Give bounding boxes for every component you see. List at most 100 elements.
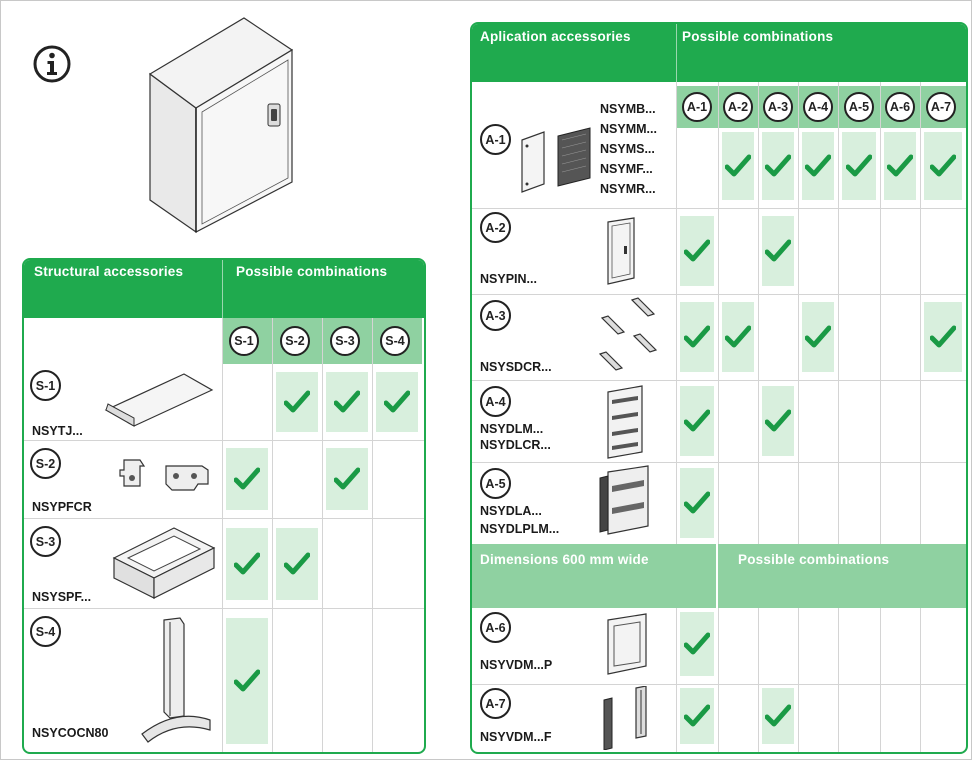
product-code: NSYMR...: [600, 182, 656, 196]
product-code: NSYMF...: [600, 162, 653, 176]
check-icon: [334, 467, 360, 490]
combination-check-cell: [924, 132, 962, 200]
combination-check-cell: [680, 216, 714, 286]
structural-table-header: Structural accessories Possible combinat…: [24, 260, 424, 318]
combination-check-cell: [842, 132, 876, 200]
row-badge-s-1: S-1: [30, 370, 61, 401]
row-badge-a-6: A-6: [480, 612, 511, 643]
combination-check-cell: [762, 216, 794, 286]
check-icon: [684, 325, 710, 348]
column-badge-a-6: A-6: [885, 92, 915, 122]
combination-check-cell: [226, 528, 268, 600]
check-icon: [725, 154, 751, 177]
application-600mm-header: Dimensions 600 mm wide Possible combinat…: [472, 544, 966, 608]
check-icon: [930, 325, 956, 348]
plinth-frame-illustration: [112, 527, 216, 599]
row-badge-a-5: A-5: [480, 468, 511, 499]
column-badge-a-1: A-1: [682, 92, 712, 122]
product-code: NSYTJ...: [32, 424, 83, 438]
product-code: NSYPFCR: [32, 500, 92, 514]
inner-door-illustration: [607, 217, 635, 285]
application-header-combinations: Possible combinations: [682, 29, 834, 44]
combination-check-cell: [722, 302, 754, 372]
combination-check-cell: [802, 302, 834, 372]
fixing-brackets-illustration: [119, 459, 209, 491]
check-icon: [765, 704, 791, 727]
check-icon: [234, 467, 260, 490]
combination-check-cell: [762, 132, 794, 200]
info-icon: [33, 45, 71, 83]
check-icon: [765, 239, 791, 262]
check-icon: [725, 325, 751, 348]
column-badge-a-2: A-2: [723, 92, 753, 122]
modular-plate-frame-illustration: [599, 465, 649, 535]
column-badge-a-7: A-7: [926, 92, 956, 122]
partition-plate-illustration: [607, 613, 647, 675]
check-icon: [284, 552, 310, 575]
check-icon: [284, 390, 310, 413]
product-code: NSYMS...: [600, 142, 655, 156]
product-code: NSYMM...: [600, 122, 657, 136]
column-badge-s-3: S-3: [330, 326, 360, 356]
combination-check-cell: [680, 386, 714, 456]
check-icon: [684, 491, 710, 514]
product-code: NSYVDM...F: [480, 730, 552, 744]
check-icon: [765, 154, 791, 177]
row-badge-a-1: A-1: [480, 124, 511, 155]
product-code: NSYDLCR...: [480, 438, 551, 452]
mounting-plates-illustration: [521, 127, 591, 193]
modular-frame-illustration: [607, 385, 643, 459]
column-badge-s-2: S-2: [280, 326, 310, 356]
check-icon: [234, 552, 260, 575]
combination-check-cell: [276, 528, 318, 600]
vertical-frames-illustration: [603, 686, 647, 750]
product-code: NSYSPF...: [32, 590, 92, 604]
combination-check-cell: [924, 302, 962, 372]
combination-check-cell: [680, 302, 714, 372]
check-icon: [684, 632, 710, 655]
check-icon: [765, 409, 791, 432]
column-badge-a-4: A-4: [803, 92, 833, 122]
combination-check-cell: [326, 448, 368, 510]
combination-check-cell: [226, 618, 268, 744]
product-code: NSYPIN...: [480, 272, 537, 286]
column-badge-s-1: S-1: [229, 326, 259, 356]
check-icon: [234, 669, 260, 692]
combination-check-cell: [680, 612, 714, 676]
application-accessories-table: Aplication accessories Possible combinat…: [470, 22, 968, 754]
check-icon: [887, 154, 913, 177]
roof-plate-illustration: [104, 373, 214, 427]
product-code: NSYDLM...: [480, 422, 544, 436]
floor-stand-illustration: [141, 617, 211, 743]
check-icon: [805, 325, 831, 348]
row-badge-s-3: S-3: [30, 526, 61, 557]
row-badge-s-4: S-4: [30, 616, 61, 647]
product-code: NSYDLPLM...: [480, 522, 560, 536]
row-badge-s-2: S-2: [30, 448, 61, 479]
product-code: NSYVDM...P: [480, 658, 553, 672]
product-code: NSYSDCR...: [480, 360, 552, 374]
enclosure-cabinet-illustration: [148, 17, 294, 234]
check-icon: [384, 390, 410, 413]
structural-header-title: Structural accessories: [34, 264, 184, 279]
combination-check-cell: [376, 372, 418, 432]
combination-check-cell: [802, 132, 834, 200]
check-icon: [930, 154, 956, 177]
check-icon: [684, 409, 710, 432]
row-badge-a-2: A-2: [480, 212, 511, 243]
check-icon: [334, 390, 360, 413]
check-icon: [846, 154, 872, 177]
din-rail-supports-illustration: [598, 297, 658, 371]
combination-check-cell: [680, 468, 714, 538]
combination-check-cell: [326, 372, 368, 432]
check-icon: [684, 239, 710, 262]
application-header-title: Aplication accessories: [480, 29, 631, 44]
combination-check-cell: [276, 372, 318, 432]
application-table-header: Aplication accessories Possible combinat…: [472, 24, 966, 82]
row-badge-a-3: A-3: [480, 300, 511, 331]
column-badge-s-4: S-4: [380, 326, 410, 356]
row-badge-a-4: A-4: [480, 386, 511, 417]
combination-check-cell: [722, 132, 754, 200]
check-icon: [684, 704, 710, 727]
product-code: NSYDLA...: [480, 504, 542, 518]
